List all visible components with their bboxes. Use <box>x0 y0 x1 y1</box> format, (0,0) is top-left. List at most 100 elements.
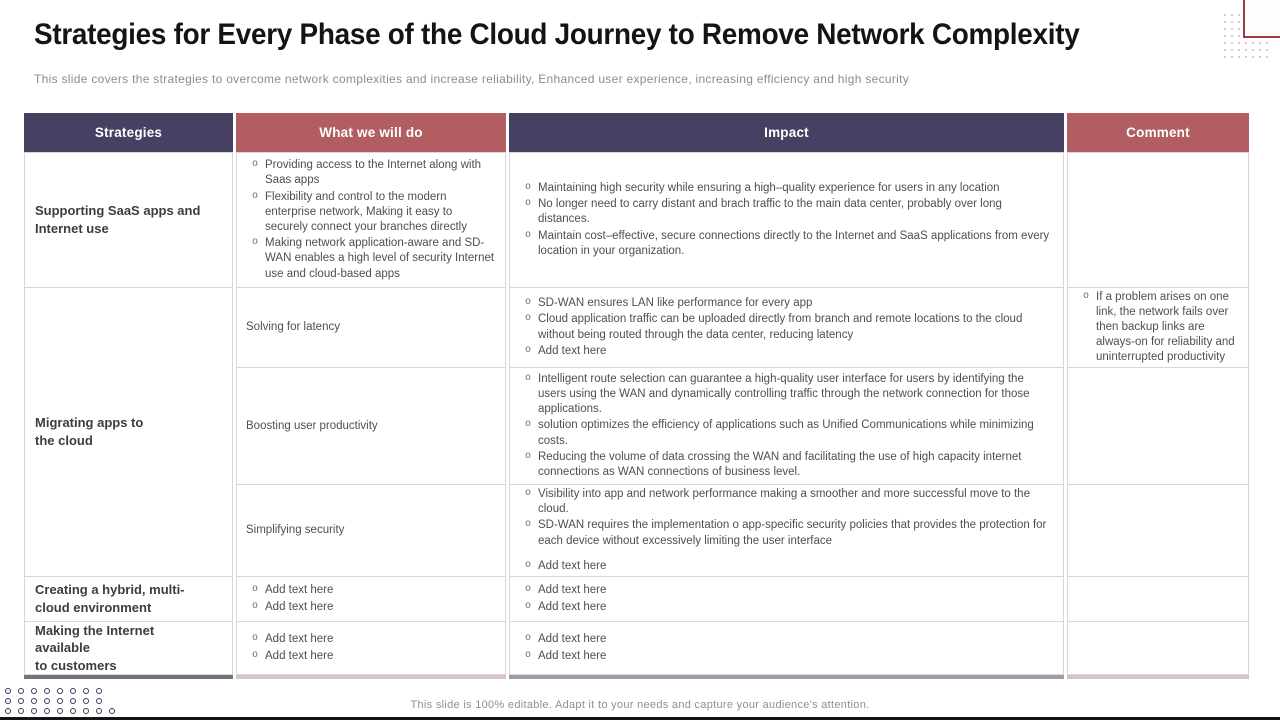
table-cell-comment-row4 <box>1067 485 1249 577</box>
table-cell-wwwd-row4: Simplifying security <box>236 485 506 577</box>
table-cell-strategy-row1: Supporting SaaS apps and Internet use <box>24 152 233 288</box>
slide-bottom-bar-decor <box>0 717 1280 720</box>
bullet-marker: o <box>525 649 532 661</box>
bullet-text: Reducing the volume of data crossing the… <box>538 450 1022 478</box>
bullet-item: o Add text here <box>245 583 497 598</box>
bullet-item: o Reducing the volume of data crossing th… <box>518 450 1055 480</box>
bullet-marker: o <box>525 419 532 431</box>
bullet-marker: o <box>525 344 532 356</box>
bullet-marker: o <box>1083 290 1090 302</box>
strategy-label: Supporting SaaS apps and Internet use <box>35 203 201 236</box>
bullet-marker: o <box>252 600 259 612</box>
table-cell-strategy-row2-4: Migrating apps to the cloud <box>24 288 233 577</box>
bullet-text: Add text here <box>265 649 334 662</box>
bullet-item: o If a problem arises on one link, the ne… <box>1076 290 1240 366</box>
bullet-text: SD-WAN ensures LAN like performance for … <box>538 297 813 310</box>
bullet-text: Flexibility and control to the modern en… <box>265 190 467 233</box>
bullet-text: solution optimizes the efficiency of app… <box>538 419 1034 447</box>
bullet-text: Maintain cost–effective, secure connecti… <box>538 229 1050 257</box>
column-what-we-will-do: What we will do o Providing access to the… <box>236 113 506 679</box>
bullet-marker: o <box>525 584 532 596</box>
table-cell-comment-row2: o If a problem arises on one link, the ne… <box>1067 288 1249 368</box>
column-header-what-we-will-do: What we will do <box>236 113 506 152</box>
bullet-text: Add text here <box>538 344 607 357</box>
bullet-marker: o <box>252 237 259 249</box>
bullet-marker: o <box>525 372 532 384</box>
bullet-marker: o <box>525 297 532 309</box>
activity-label: Simplifying security <box>246 524 345 537</box>
table-cell-impact-row3: o Intelligent route selection can guarant… <box>509 368 1064 485</box>
table-cell-comment-row6 <box>1067 622 1249 675</box>
bullet-item: o No longer need to carry distant and bra… <box>518 197 1055 227</box>
activity-label: Solving for latency <box>246 321 340 334</box>
bullet-item: o Add text here <box>518 344 1055 359</box>
bullet-item: o Providing access to the Internet along … <box>245 158 497 188</box>
bullet-text: Visibility into app and network performa… <box>538 488 1030 516</box>
bullet-item: o Visibility into app and network perform… <box>518 487 1055 517</box>
bullet-marker: o <box>525 229 532 241</box>
bullet-item: o Add text here <box>518 632 1055 647</box>
bullet-marker: o <box>252 633 259 645</box>
bullet-text: SD-WAN requires the implementation o app… <box>538 519 1047 547</box>
column-underline-strategies <box>24 675 233 679</box>
bullet-text: No longer need to carry distant and brac… <box>538 198 1002 226</box>
bullet-text: Add text here <box>538 584 607 597</box>
column-underline-what-we-will-do <box>236 675 506 679</box>
strategy-label: Creating a hybrid, multi- cloud environm… <box>35 582 185 615</box>
bullet-text: Add text here <box>538 649 607 662</box>
column-underline-impact <box>509 675 1064 679</box>
bullet-item: o SD-WAN requires the implementation o ap… <box>518 518 1055 548</box>
page-title: Strategies for Every Phase of the Cloud … <box>34 18 1080 51</box>
bullet-text: Add text here <box>265 584 334 597</box>
bullet-item: o solution optimizes the efficiency of ap… <box>518 418 1055 448</box>
bullet-item: o Add text here <box>245 600 497 615</box>
bullet-text: Add text here <box>538 559 607 572</box>
bullet-text: Add text here <box>265 633 334 646</box>
activity-label: Boosting user productivity <box>246 419 378 432</box>
bullet-text: Providing access to the Internet along w… <box>265 159 482 187</box>
bullet-marker: o <box>525 519 532 531</box>
bullet-text: Add text here <box>538 600 607 613</box>
bullet-marker: o <box>252 159 259 171</box>
bullet-item: o Intelligent route selection can guarant… <box>518 372 1055 418</box>
bullet-marker: o <box>525 488 532 500</box>
page-subtitle: This slide covers the strategies to over… <box>34 72 910 86</box>
strategy-table: Strategies Supporting SaaS apps and Inte… <box>24 113 1249 679</box>
table-cell-impact-row2: o SD-WAN ensures LAN like performance for… <box>509 288 1064 368</box>
column-header-strategies: Strategies <box>24 113 233 152</box>
bottom-left-dots-decor <box>5 688 115 718</box>
bullet-marker: o <box>525 450 532 462</box>
bullet-marker: o <box>525 313 532 325</box>
footer-note: This slide is 100% editable. Adapt it to… <box>410 699 870 711</box>
bullet-marker: o <box>252 649 259 661</box>
bullet-item: o Add text here <box>518 600 1055 615</box>
bullet-text: Intelligent route selection can guarante… <box>538 372 1030 416</box>
column-header-impact: Impact <box>509 113 1064 152</box>
table-cell-wwwd-row1: o Providing access to the Internet along … <box>236 152 506 288</box>
bullet-item: o Add text here <box>518 649 1055 664</box>
bullet-text: Add text here <box>265 600 334 613</box>
bullet-text: Add text here <box>538 633 607 646</box>
table-cell-comment-row3 <box>1067 368 1249 485</box>
bullet-marker: o <box>525 600 532 612</box>
bullet-marker: o <box>252 584 259 596</box>
bullet-item: o Add text here <box>245 649 497 664</box>
bullet-text: If a problem arises on one link, the net… <box>1096 290 1235 364</box>
bullet-marker: o <box>525 633 532 645</box>
bullet-marker: o <box>525 559 532 571</box>
bullet-marker: o <box>525 198 532 210</box>
table-cell-strategy-row6: Making the Internet available to custome… <box>24 622 233 675</box>
bullet-item: o Add text here <box>518 583 1055 598</box>
table-cell-wwwd-row3: Boosting user productivity <box>236 368 506 485</box>
table-cell-comment-row1 <box>1067 152 1249 288</box>
